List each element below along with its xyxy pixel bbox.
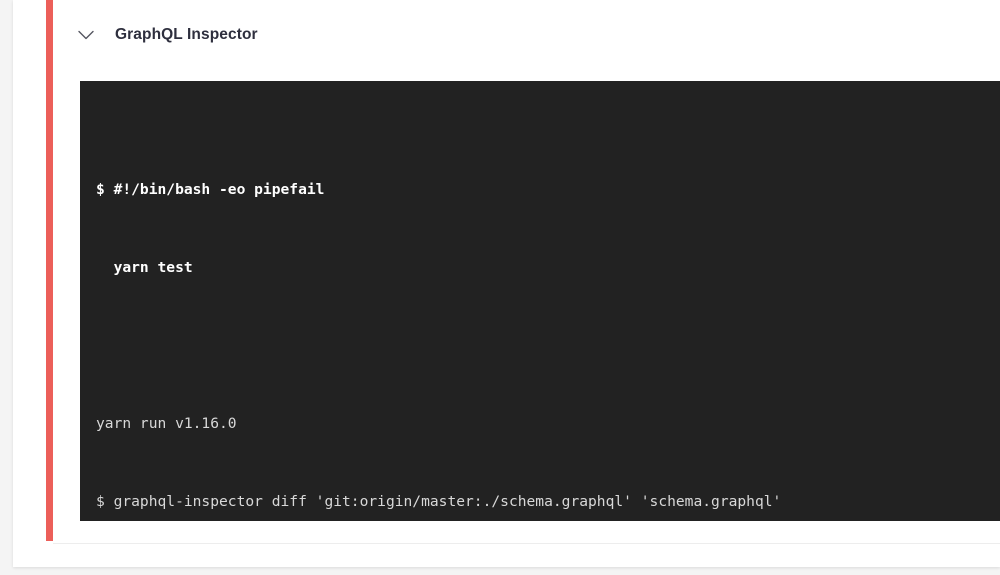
terminal-text: yarn test	[96, 259, 193, 276]
terminal-line: yarn run v1.16.0	[96, 411, 1000, 437]
terminal-text: $ graphql-inspector diff 'git:origin/mas…	[96, 493, 782, 510]
failed-status-bar	[46, 0, 53, 541]
terminal-line: $ graphql-inspector diff 'git:origin/mas…	[96, 489, 1000, 515]
terminal-output[interactable]: $ #!/bin/bash -eo pipefail yarn test yar…	[80, 81, 1000, 521]
terminal-text: $ #!/bin/bash -eo pipefail	[96, 181, 325, 198]
build-step-title: GraphQL Inspector	[115, 26, 258, 43]
terminal-text: yarn run v1.16.0	[96, 415, 237, 432]
build-step-card: GraphQL Inspector $ #!/bin/bash -eo pipe…	[13, 0, 1000, 567]
chevron-down-icon[interactable]	[73, 22, 99, 48]
terminal-line: $ #!/bin/bash -eo pipefail	[96, 177, 1000, 203]
build-step-header[interactable]: GraphQL Inspector	[73, 20, 258, 50]
terminal-line: yarn test	[96, 255, 1000, 281]
terminal-line-blank	[96, 333, 1000, 359]
card-divider	[53, 543, 1000, 544]
terminal-lines: $ #!/bin/bash -eo pipefail yarn test yar…	[80, 81, 1000, 521]
